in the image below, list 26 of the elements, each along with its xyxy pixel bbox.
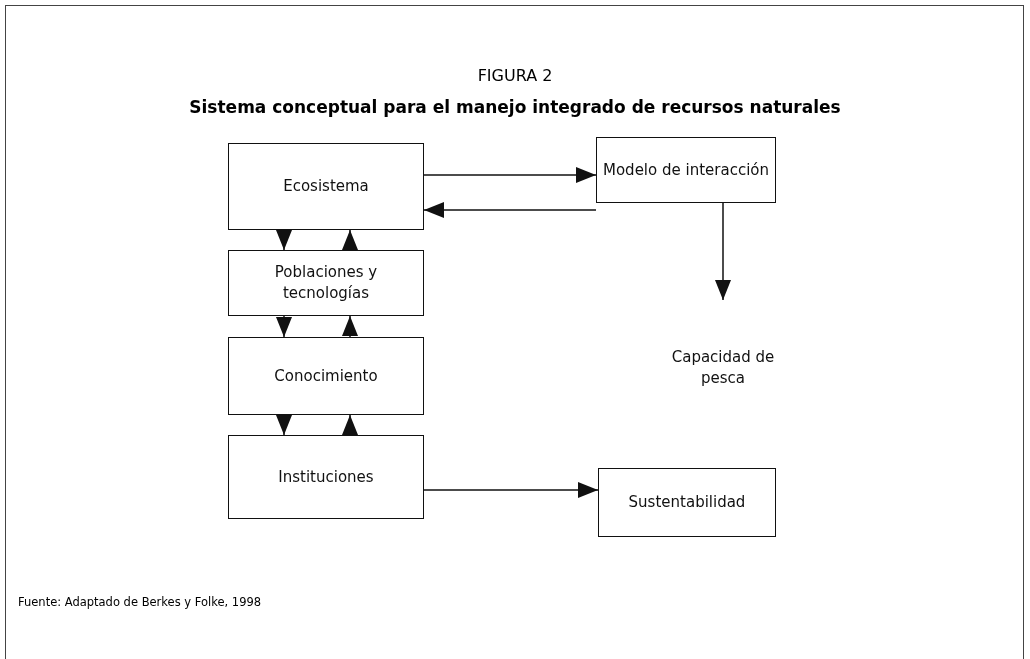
arrow [423,482,599,498]
node-label: Modelo de interacción [602,159,770,181]
arrow [342,315,358,338]
node-label: Sustentabilidad [627,492,747,513]
arrow [715,202,731,301]
arrow [276,315,292,338]
node-label: Conocimiento [273,365,379,387]
figure-number: FIGURA 2 [476,66,554,85]
diagram-title: Sistema conceptual para el manejo integrado de recursos naturales [188,97,842,117]
source-caption: Fuente: Adaptado de Berkes y Folke, 1998 [18,595,262,609]
process-box [228,143,424,230]
process-box [228,337,424,415]
arrow [342,229,358,251]
process-box [598,468,776,537]
node-label: Capacidad de pesca [670,347,776,389]
arrow [423,167,597,183]
arrow [342,414,358,436]
arrow [276,414,292,436]
process-box [596,137,776,203]
arrow [423,202,597,218]
process-box [228,435,424,519]
node-label: Ecosistema [282,176,370,197]
arrow [276,229,292,251]
process-box [228,250,424,316]
node-label: Instituciones [277,466,375,488]
node-label: Poblaciones y tecnologías [273,262,379,304]
